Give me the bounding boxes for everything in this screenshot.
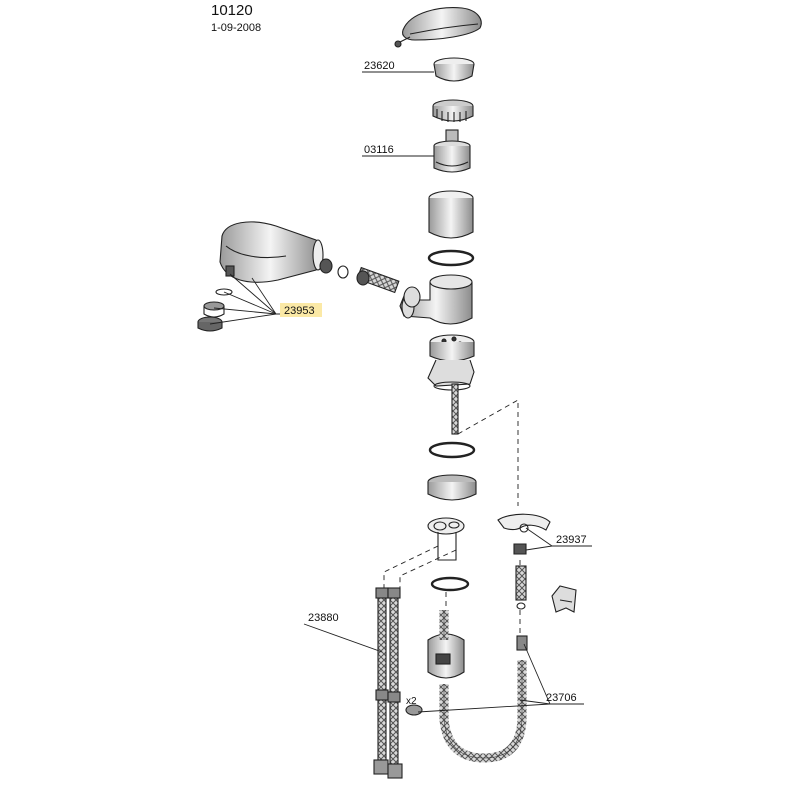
body-sleeve — [428, 190, 474, 239]
part-label-23880: 23880 — [308, 612, 339, 624]
cartridge — [433, 129, 471, 173]
supply-hoses — [373, 587, 403, 779]
mounting-stud — [515, 565, 527, 610]
part-label-23620: 23620 — [364, 60, 395, 72]
hex-nut — [513, 543, 527, 555]
washer-small — [215, 288, 233, 296]
spout-ring — [403, 286, 421, 308]
aerator-insert — [203, 301, 225, 318]
quantity-label: x2 — [406, 696, 417, 707]
shank-plate — [427, 517, 465, 561]
hose-connector — [356, 266, 400, 294]
mounting-base — [427, 334, 475, 391]
horseshoe-bracket — [497, 513, 551, 533]
lever-handle — [402, 7, 482, 41]
model-number: 10120 — [211, 2, 253, 19]
assembly-dashed-lines — [383, 399, 521, 636]
cap-ring — [433, 57, 475, 82]
handle-screw — [394, 36, 411, 48]
part-label-23706: 23706 — [546, 692, 577, 704]
hose-guide-clip — [551, 585, 577, 613]
part-label-23953: 23953 — [284, 305, 315, 317]
counterweight — [427, 633, 465, 679]
spray-button — [225, 265, 235, 277]
base-nut — [427, 474, 477, 501]
diagram-date: 1-09-2008 — [211, 22, 262, 34]
connector-washer — [337, 265, 349, 279]
aerator-nut — [197, 316, 223, 332]
threaded-nut — [432, 99, 474, 122]
part-label-23937: 23937 — [556, 534, 587, 546]
check-valve — [319, 258, 333, 274]
threaded-stud — [451, 383, 459, 435]
leader-lines — [209, 71, 592, 713]
part-label-03116: 03116 — [364, 144, 394, 156]
o-ring-lower — [428, 441, 476, 459]
pull-out-hose — [439, 610, 528, 763]
o-ring-upper — [427, 249, 475, 267]
hand-spray-head — [219, 221, 324, 283]
part-highlight — [280, 303, 322, 317]
hose-clamp — [405, 704, 423, 716]
o-ring-base — [430, 576, 470, 592]
